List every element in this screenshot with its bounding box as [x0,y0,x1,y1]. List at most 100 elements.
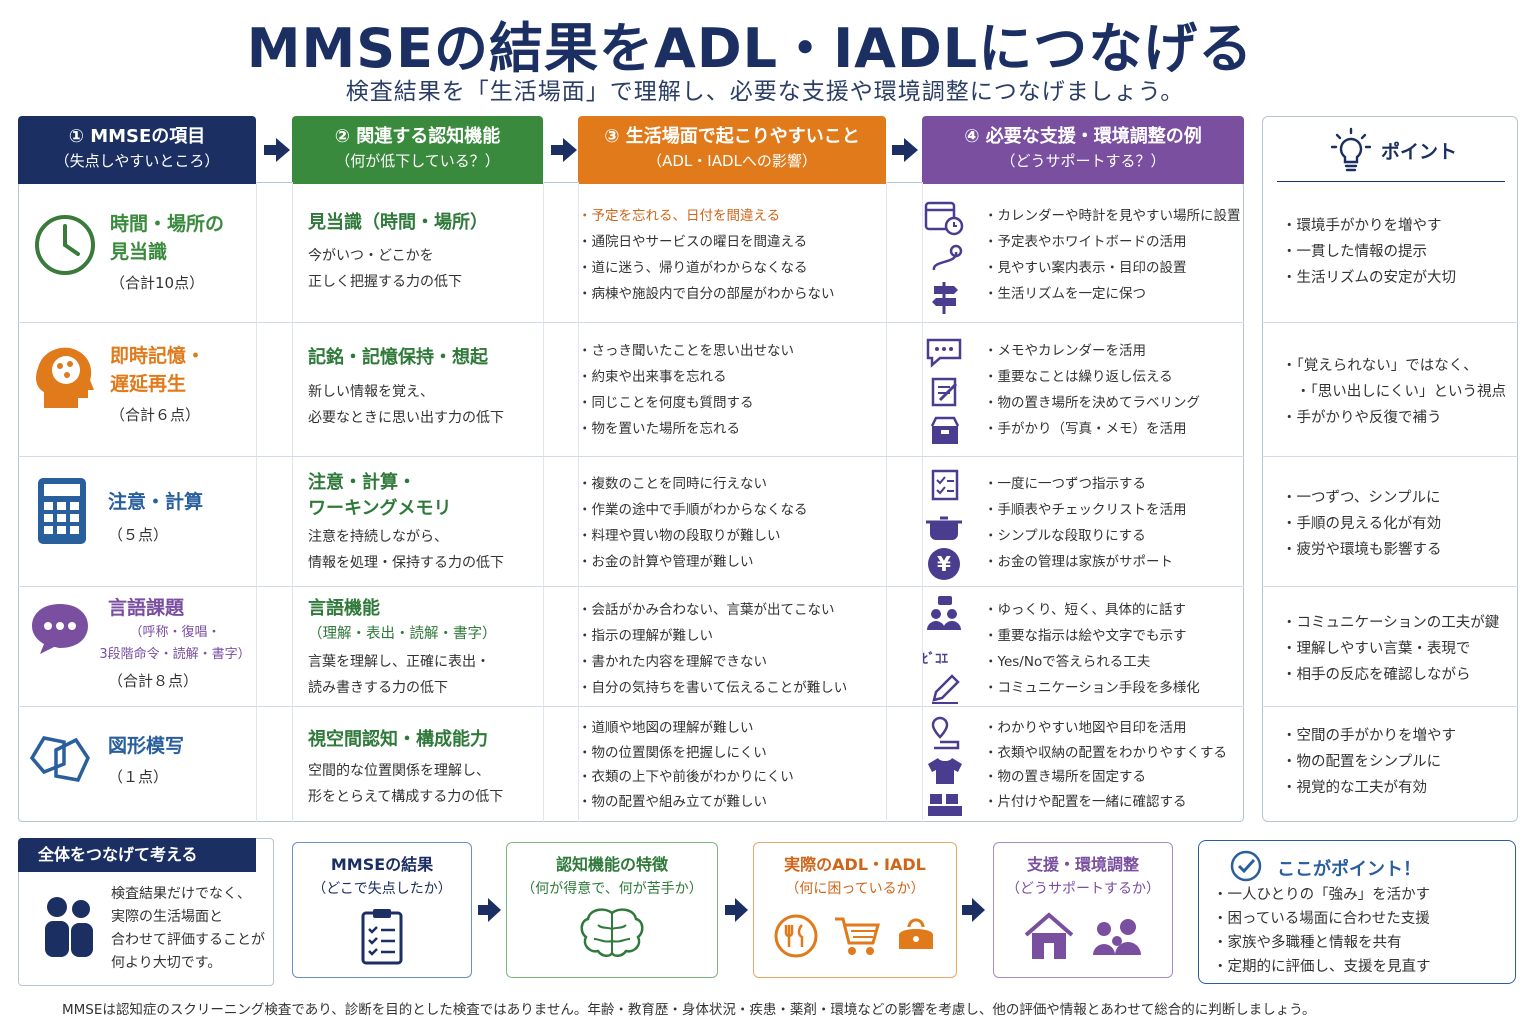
key-point-list: 一人ひとりの「強み」を活かす困っている場面に合わせた支援 家族や多職種と情報を共… [1213,883,1431,979]
divider [18,322,1244,323]
function-desc: 空間的な位置関係を理解し、形をとらえて構成する力の低下 [308,763,504,805]
flow-box-title: 支援・環境調整 [1026,855,1139,874]
header-cognitive-function: ② 関連する認知機能 （何が低下している？） [292,116,543,184]
life-scene-list: 道順や地図の理解が難しい物の位置関係を把握しにくい衣類の上下や前後がわかりにくい… [578,716,794,814]
house-icon [1024,912,1074,959]
function-title: 言語機能 [308,598,380,619]
meal-icon [774,914,818,958]
footer-note: MMSEは認知症のスクリーニング検査であり、診断を目的とした検査ではありません。… [62,1002,1316,1018]
memo-icon [931,377,958,407]
point-list: コミュニケーションの工夫が鍵理解しやすい言葉・表現で相手の反応を確認しながら [1282,610,1500,688]
flow-box-sub: （何が得意で、何が苦手か） [521,881,703,897]
header-title: ③ 生活場面で起こりやすいこと [604,126,860,147]
mmse-item-name: 注意・計算 [108,491,204,513]
mmse-item-score: （合計６点） [110,406,201,424]
calendar-clock-icon [924,201,964,236]
flow-box-title: MMSEの結果 [330,855,434,874]
speech-bubble-icon [32,604,88,654]
key-point-box: ここがポイント！ 一人ひとりの「強み」を活かす困っている場面に合わせた支援 家族… [1198,840,1516,984]
header-title: ① MMSEの項目 [68,126,206,147]
arrow-icon [725,898,748,922]
point-list: 一つずつ、シンプルに手順の見える化が有効疲労や環境も影響する [1282,485,1442,563]
support-list: メモやカレンダーを活用重要なことは繰り返し伝える物の置き場所を決めてラベリング手… [984,338,1201,442]
divider [1262,456,1518,457]
cooking-pot-icon [926,516,962,540]
divider [18,706,1244,707]
life-scene-list: 会話がかみ合わない、言葉が出てこない指示の理解が難しい書かれた内容を理解できない… [578,597,848,701]
support-list: ゆっくり、短く、具体的に話す重要な指示は絵や文字でも示すYes/Noで答えられる… [984,597,1200,701]
mmse-item-score: （合計10点） [110,274,205,292]
page-subtitle: 検査結果を「生活場面」で理解し、必要な支援や環境調整につなげましょう。 [345,79,1185,105]
adl-icons [754,913,956,959]
function-desc: 新しい情報を覚え、必要なときに思い出す力の低下 [308,384,504,426]
flow-box-title: 実際のADL・IADL [784,855,926,874]
shopping-cart-icon [835,917,880,955]
page-title: MMSEの結果をADL・IADLにつなげる [246,17,1254,80]
divider [543,182,544,822]
mmse-item-sub: （呼称・復唱・ 3段階命令・読解・書字） [99,625,251,662]
divider [256,182,257,822]
clipboard-checklist-icon [361,909,403,965]
mmse-item-score: （５点） [108,526,169,544]
svg-text:¥: ¥ [937,552,951,576]
header-mmse-items: ① MMSEの項目 （失点しやすいところ） [18,116,256,184]
point-list: 「覚えられない」ではなく、「思い出しにくい」という視点手がかりや反復で補う [1282,353,1506,431]
header-title: ② 関連する認知機能 [334,126,501,147]
divider [886,182,887,822]
header-life-scenes: ③ 生活場面で起こりやすいこと （ADL・IADLへの影響） [578,116,886,184]
route-icon [932,244,963,271]
box-icon [930,416,960,444]
svg-text:ﾋﾞｺｴ: ﾋﾞｺｴ [922,651,949,666]
point-header: ポイント [1380,141,1457,163]
header-sub: （ADL・IADLへの影響） [647,152,817,170]
mmse-item-score: （１点） [108,768,169,786]
support-list: カレンダーや時計を見やすい場所に設置予定表やホワイトボードの活用見やすい案内表示… [984,203,1241,307]
overall-section: 全体をつなげて考える 検査結果だけでなく、実際の生活場面と 合わせて評価すること… [18,838,274,986]
header-support: ④ 必要な支援・環境調整の例 （どうサポートする？） [922,116,1244,184]
picture-text-icon: ﾋﾞｺｴ [922,651,949,666]
header-sub: （失点しやすいところ） [54,152,220,170]
calculator-icon [38,478,86,544]
life-scene-list: 予定を忘れる、日付を間違える通院日やサービスの曜日を間違える道に迷う、帰り道がわ… [578,203,835,307]
mmse-item-name: 即時記憶・ 遅延再生 [110,345,206,395]
key-point-title: ここがポイント！ [1277,859,1421,880]
arrow-icon [962,898,985,922]
mmse-item-name: 時間・場所の 見当識 [110,213,225,263]
divider [1277,181,1505,182]
divider [18,456,1244,457]
header-sub: （何が低下している？） [335,152,500,170]
signpost-icon [932,282,958,314]
life-scene-list: 複数のことを同時に行えない作業の途中で手順がわからなくなる料理や買い物の段取りが… [578,471,808,575]
pentagon-shapes-icon [29,736,90,782]
main-table: ① MMSEの項目 （失点しやすいところ） ② 関連する認知機能 （何が低下して… [18,116,1518,822]
arrow-icon [551,138,577,162]
tshirt-icon [928,758,962,784]
divider [18,586,1244,587]
flow-box-sub: （どこで失点したか） [312,881,452,897]
brain-icon [580,908,644,957]
arrow-icon [264,138,290,162]
family-icon [1093,919,1141,955]
flow-box-sub: （どうサポートするか） [1006,881,1160,897]
function-title: 視空間認知・構成能力 [308,729,488,750]
chat-bubble-icon [926,338,962,368]
flow-box-sub: （何に困っているか） [785,881,925,897]
header-title: ④ 必要な支援・環境調整の例 [964,126,1202,147]
divider [1262,586,1518,587]
people-talk-icon [927,596,961,630]
point-list: 空間の手がかりを増やす物の配置をシンプルに視覚的な工夫が有効 [1282,723,1457,801]
mmse-item-name: 言語課題 [108,597,185,619]
brain-head-icon [36,347,94,408]
divider [292,182,293,822]
header-sub: （どうサポートする？） [1000,152,1166,170]
mmse-item-score: （合計８点） [108,672,199,690]
flow-box-support: 支援・環境調整 （どうサポートするか） [993,842,1173,978]
pencil-icon [932,674,960,704]
function-desc: 言葉を理解し、正確に表出・読み書きする力の低下 [308,654,490,696]
divider [1262,322,1518,323]
overall-text: 検査結果だけでなく、実際の生活場面と 合わせて評価することが何より大切です。 [111,886,265,971]
support-list: 一度に一つずつ指示する手順表やチェックリストを活用シンプルな段取りにするお金の管… [984,471,1187,575]
life-scene-list: さっき聞いたことを思い出せない約束や出来事を忘れる同じことを何度も質問する物を置… [578,338,795,442]
function-title: 記銘・記憶保持・想起 [308,347,488,368]
function-desc: 今がいつ・どこかを正しく把握する力の低下 [308,248,462,290]
